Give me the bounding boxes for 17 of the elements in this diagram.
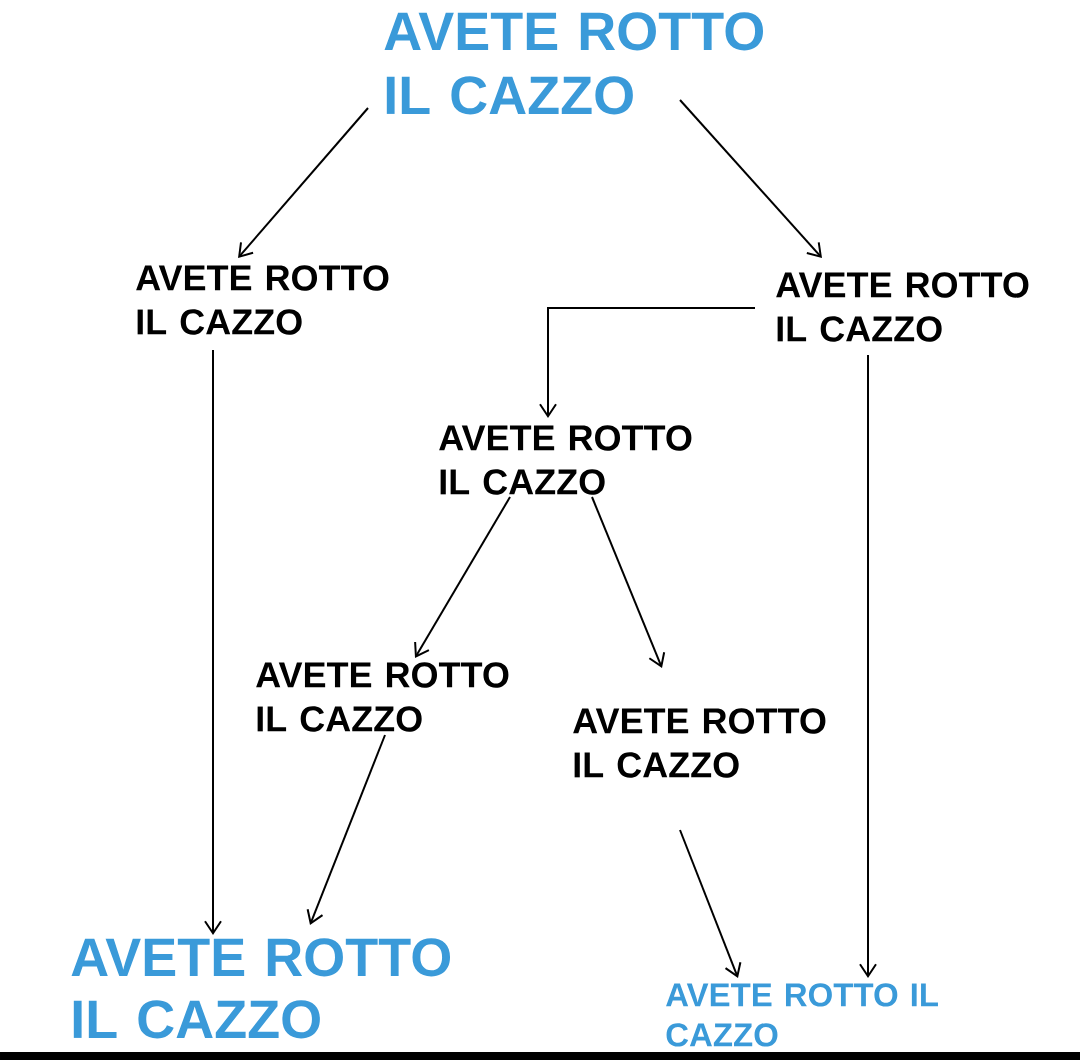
arrow <box>414 496 511 658</box>
arrow <box>238 107 369 258</box>
arrow <box>679 99 822 258</box>
arrow <box>859 354 877 978</box>
flow-text: AVETE ROTTO IL CAZZO <box>71 938 450 1039</box>
flow-text: AVETE ROTTO IL CAZZO <box>776 272 1029 342</box>
arrow <box>204 349 222 935</box>
flow-text: AVETE ROTTO IL CAZZO <box>439 425 692 495</box>
arrow <box>591 496 666 668</box>
flow-text: AVETE ROTTO IL CAZZO <box>136 265 389 335</box>
arrow <box>679 829 742 978</box>
flow-text: AVETE ROTTO IL CAZZO <box>384 12 763 115</box>
arrow <box>539 307 756 418</box>
arrow <box>306 734 386 925</box>
flow-text: AVETE ROTTO IL CAZZO <box>666 983 938 1047</box>
flow-text: AVETE ROTTO IL CAZZO <box>256 662 509 732</box>
flow-text: AVETE ROTTO IL CAZZO <box>573 708 826 778</box>
